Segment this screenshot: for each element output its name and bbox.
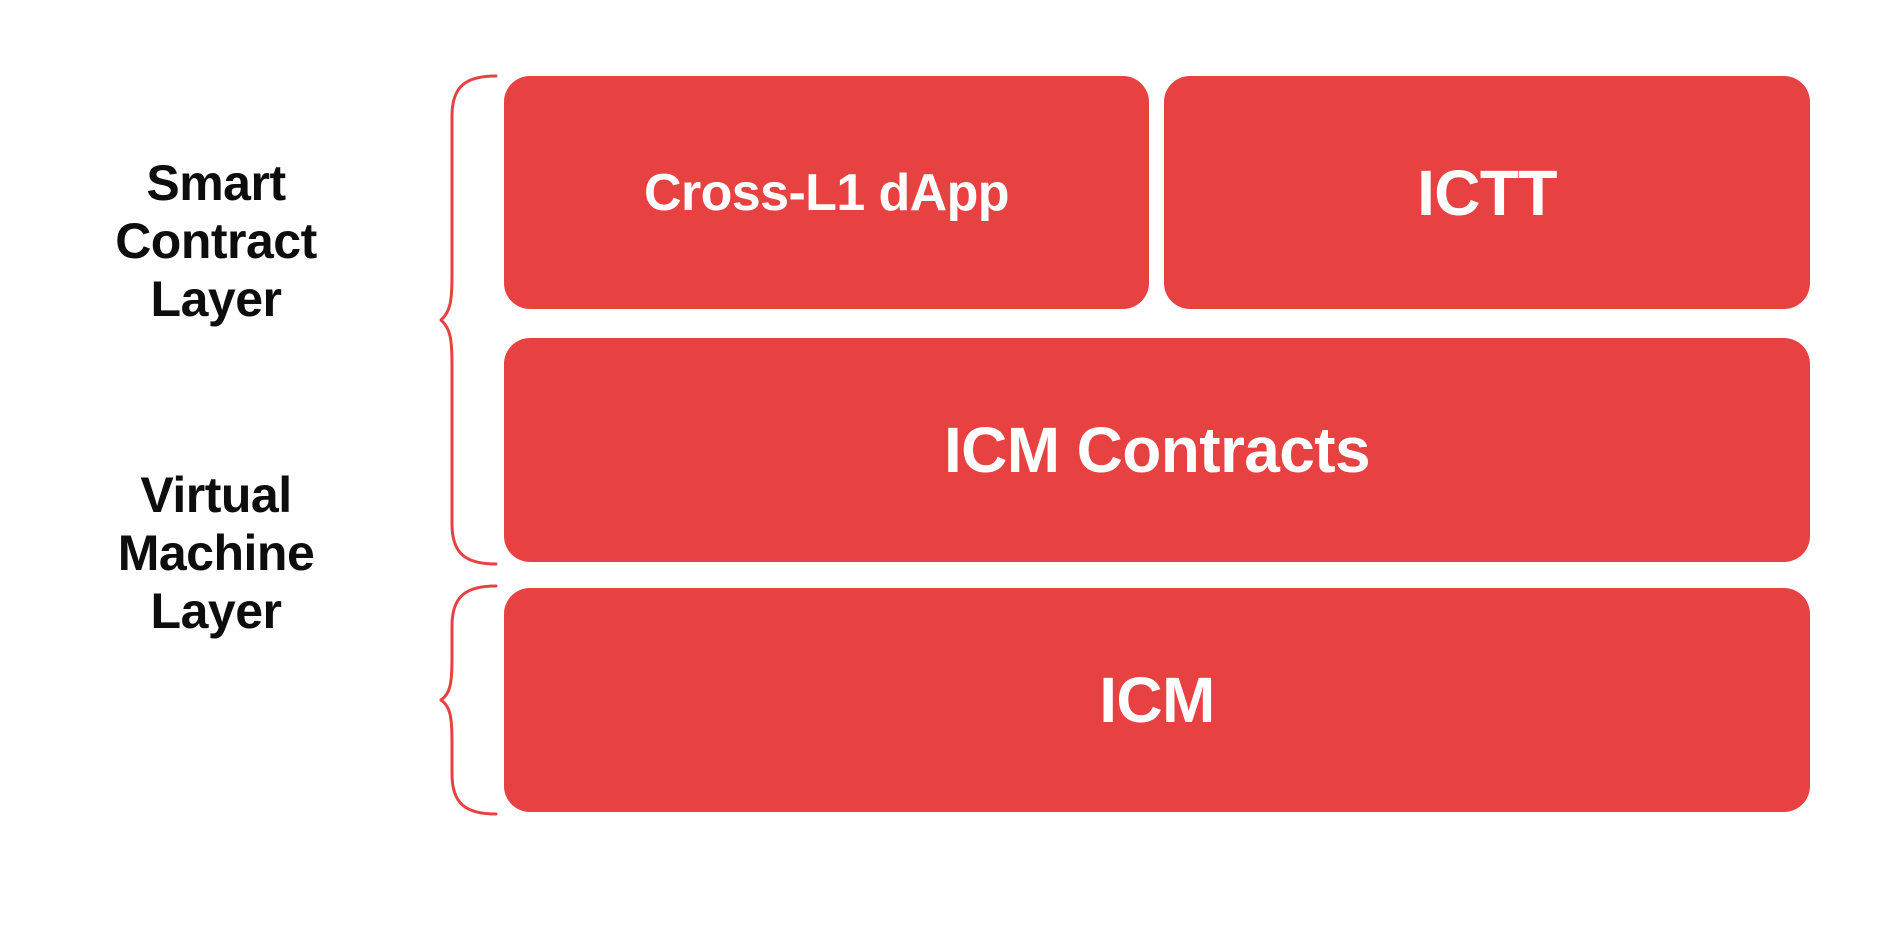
box-cross-l1-dapp[interactable]: Cross-L1 dApp: [504, 76, 1149, 309]
box-icm-contracts[interactable]: ICM Contracts: [504, 338, 1810, 562]
box-label-icm: ICM: [1099, 664, 1215, 736]
box-icm[interactable]: ICM: [504, 588, 1810, 812]
box-label-icm-contracts: ICM Contracts: [943, 414, 1371, 486]
curly-brace-right-icon-virtual-machine: [439, 584, 498, 816]
layer-group-label-smart-contract: Smart Contract Layer: [115, 155, 317, 327]
box-label-cross-l1-dapp: Cross-L1 dApp: [644, 163, 1009, 222]
layer-group-label-virtual-machine: Virtual Machine Layer: [117, 467, 315, 639]
box-label-ictt: ICTT: [1417, 156, 1557, 229]
curly-brace-right-icon-smart-contract: [439, 74, 498, 566]
box-ictt[interactable]: ICTT: [1164, 76, 1810, 309]
